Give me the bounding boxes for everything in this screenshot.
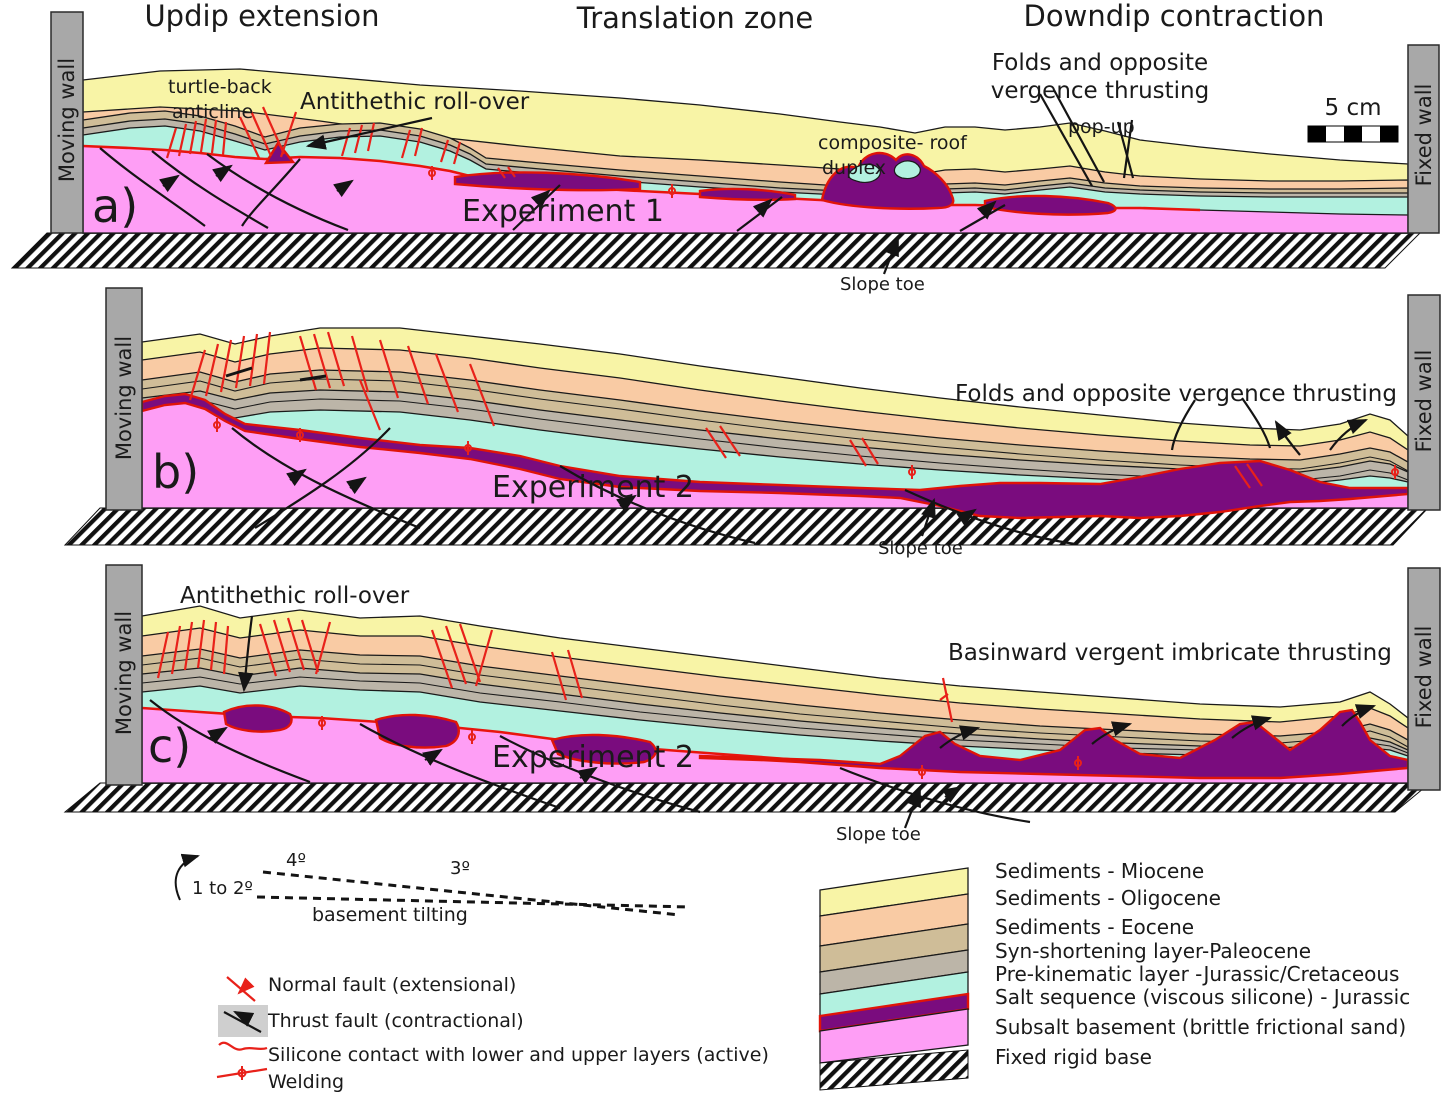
turtle-back-label-1: turtle-back <box>168 76 272 98</box>
basinward-label: Basinward vergent imbricate thrusting <box>948 640 1392 666</box>
header-updip: Updip extension <box>144 0 380 33</box>
basement-faults <box>99 147 1006 232</box>
thrust-faults <box>939 704 1377 749</box>
normal-faults-red <box>156 617 954 723</box>
scale-label: 5 cm <box>1324 95 1382 121</box>
fixed-wall-label-b: Fixed wall <box>1411 349 1436 453</box>
fixed-wall-label-a: Fixed wall <box>1411 83 1436 187</box>
tilt-angle-range: 1 to 2º <box>192 878 253 899</box>
panel-letter-c: c) <box>148 719 192 773</box>
antithetic-arrow <box>238 615 254 693</box>
antithetic-rollover-label-a: Antithethic roll-over <box>300 89 530 115</box>
silicone-contact-symbol <box>218 1041 268 1051</box>
rigid-base <box>10 232 1422 269</box>
thrust-faults <box>1170 397 1369 456</box>
normal-faults-red <box>165 106 516 179</box>
popup-thrusts <box>1039 89 1135 187</box>
panel-letter-a: a) <box>92 179 139 233</box>
layer-legend-prekinematic: Pre-kinematic layer -Jurassic/Cretaceous <box>995 962 1400 986</box>
normal-fault-symbol <box>226 976 256 1002</box>
slope-toe-label-b: Slope toe <box>878 538 963 559</box>
moving-wall-label-a: Moving wall <box>54 57 79 183</box>
welding-marks <box>428 166 676 198</box>
layer-legend-oligocene: Sediments - Oligocene <box>995 886 1221 910</box>
slope-toe-arrow <box>903 786 922 829</box>
moving-wall <box>105 564 143 786</box>
header-translation: Translation zone <box>576 1 814 35</box>
moving-wall <box>105 287 143 511</box>
panel-b-section <box>63 287 1441 546</box>
tilt-angle-upper: 4º <box>286 850 306 871</box>
panel-a-section <box>10 11 1440 275</box>
header-downdip: Downdip contraction <box>1023 0 1325 33</box>
antithetic-rollover-label-c: Antithethic roll-over <box>180 583 410 609</box>
experiment-label-a: Experiment 1 <box>462 194 664 229</box>
thrust-fault-symbol <box>218 1005 268 1037</box>
fixed-wall <box>1407 294 1441 511</box>
turtle-back-label-2: anticline <box>172 101 254 123</box>
moving-wall <box>50 11 84 234</box>
fixed-wall <box>1407 44 1440 234</box>
folds-vergence-label-a2: vergence thrusting <box>990 78 1210 104</box>
tilt-angle-mid: 3º <box>450 858 470 879</box>
layer-legend-swatch <box>818 867 970 1091</box>
welding-marks <box>213 418 1399 479</box>
fault-legend-silicone: Silicone contact with lower and upper la… <box>268 1044 769 1066</box>
basement-faults <box>225 366 1076 546</box>
welding-marks <box>318 716 1082 779</box>
moving-wall-label-b: Moving wall <box>111 335 136 461</box>
fault-legend-thrust: Thrust fault (contractional) <box>268 1010 524 1032</box>
salt-bodies <box>263 140 1117 216</box>
layer-legend-eocene: Sediments - Eocene <box>995 915 1195 939</box>
panel-c-section <box>63 564 1441 829</box>
basement-tilt-diagram <box>174 853 691 917</box>
scale-bar <box>1307 125 1399 143</box>
tilt-caption: basement tilting <box>312 904 468 926</box>
welding-symbol <box>216 1066 268 1080</box>
slope-toe-label-c: Slope toe <box>836 824 921 845</box>
layer-legend-miocene: Sediments - Miocene <box>995 859 1205 883</box>
layer-legend-salt: Salt sequence (viscous silicone) - Juras… <box>995 985 1411 1009</box>
composite-duplex-label-2: duplex <box>822 157 887 179</box>
popup-label: pop-up <box>1068 116 1135 138</box>
moving-wall-label-c: Moving wall <box>111 610 136 736</box>
layer-legend-paleocene: Syn-shortening layer-Paleocene <box>995 939 1311 963</box>
panel-letter-b: b) <box>152 445 200 499</box>
annotation-arrows <box>305 116 900 275</box>
experiment-label-b: Experiment 2 <box>492 470 694 505</box>
folds-vergence-label-b: Folds and opposite vergence thrusting <box>955 381 1397 407</box>
fixed-wall-label-c: Fixed wall <box>1411 625 1436 729</box>
layer-legend-subsalt: Subsalt basement (brittle frictional san… <box>995 1015 1407 1039</box>
experiment-label-c: Experiment 2 <box>492 740 694 775</box>
slope-toe-arrow <box>920 497 936 537</box>
fault-legend-symbols <box>216 976 268 1080</box>
composite-duplex-label-1: composite- roof <box>818 132 967 154</box>
rigid-base <box>63 507 1430 546</box>
salt-bodies <box>140 392 1410 520</box>
rigid-base <box>63 782 1432 813</box>
fault-legend-welding: Welding <box>268 1071 345 1093</box>
slope-toe-label-a: Slope toe <box>840 274 925 295</box>
fault-legend-normal: Normal fault (extensional) <box>268 974 517 996</box>
layer-legend-base: Fixed rigid base <box>995 1045 1152 1069</box>
fixed-wall <box>1407 567 1441 791</box>
normal-faults-red <box>188 331 1263 489</box>
basement-faults <box>149 699 1031 824</box>
folds-vergence-label-a1: Folds and opposite <box>991 50 1209 76</box>
